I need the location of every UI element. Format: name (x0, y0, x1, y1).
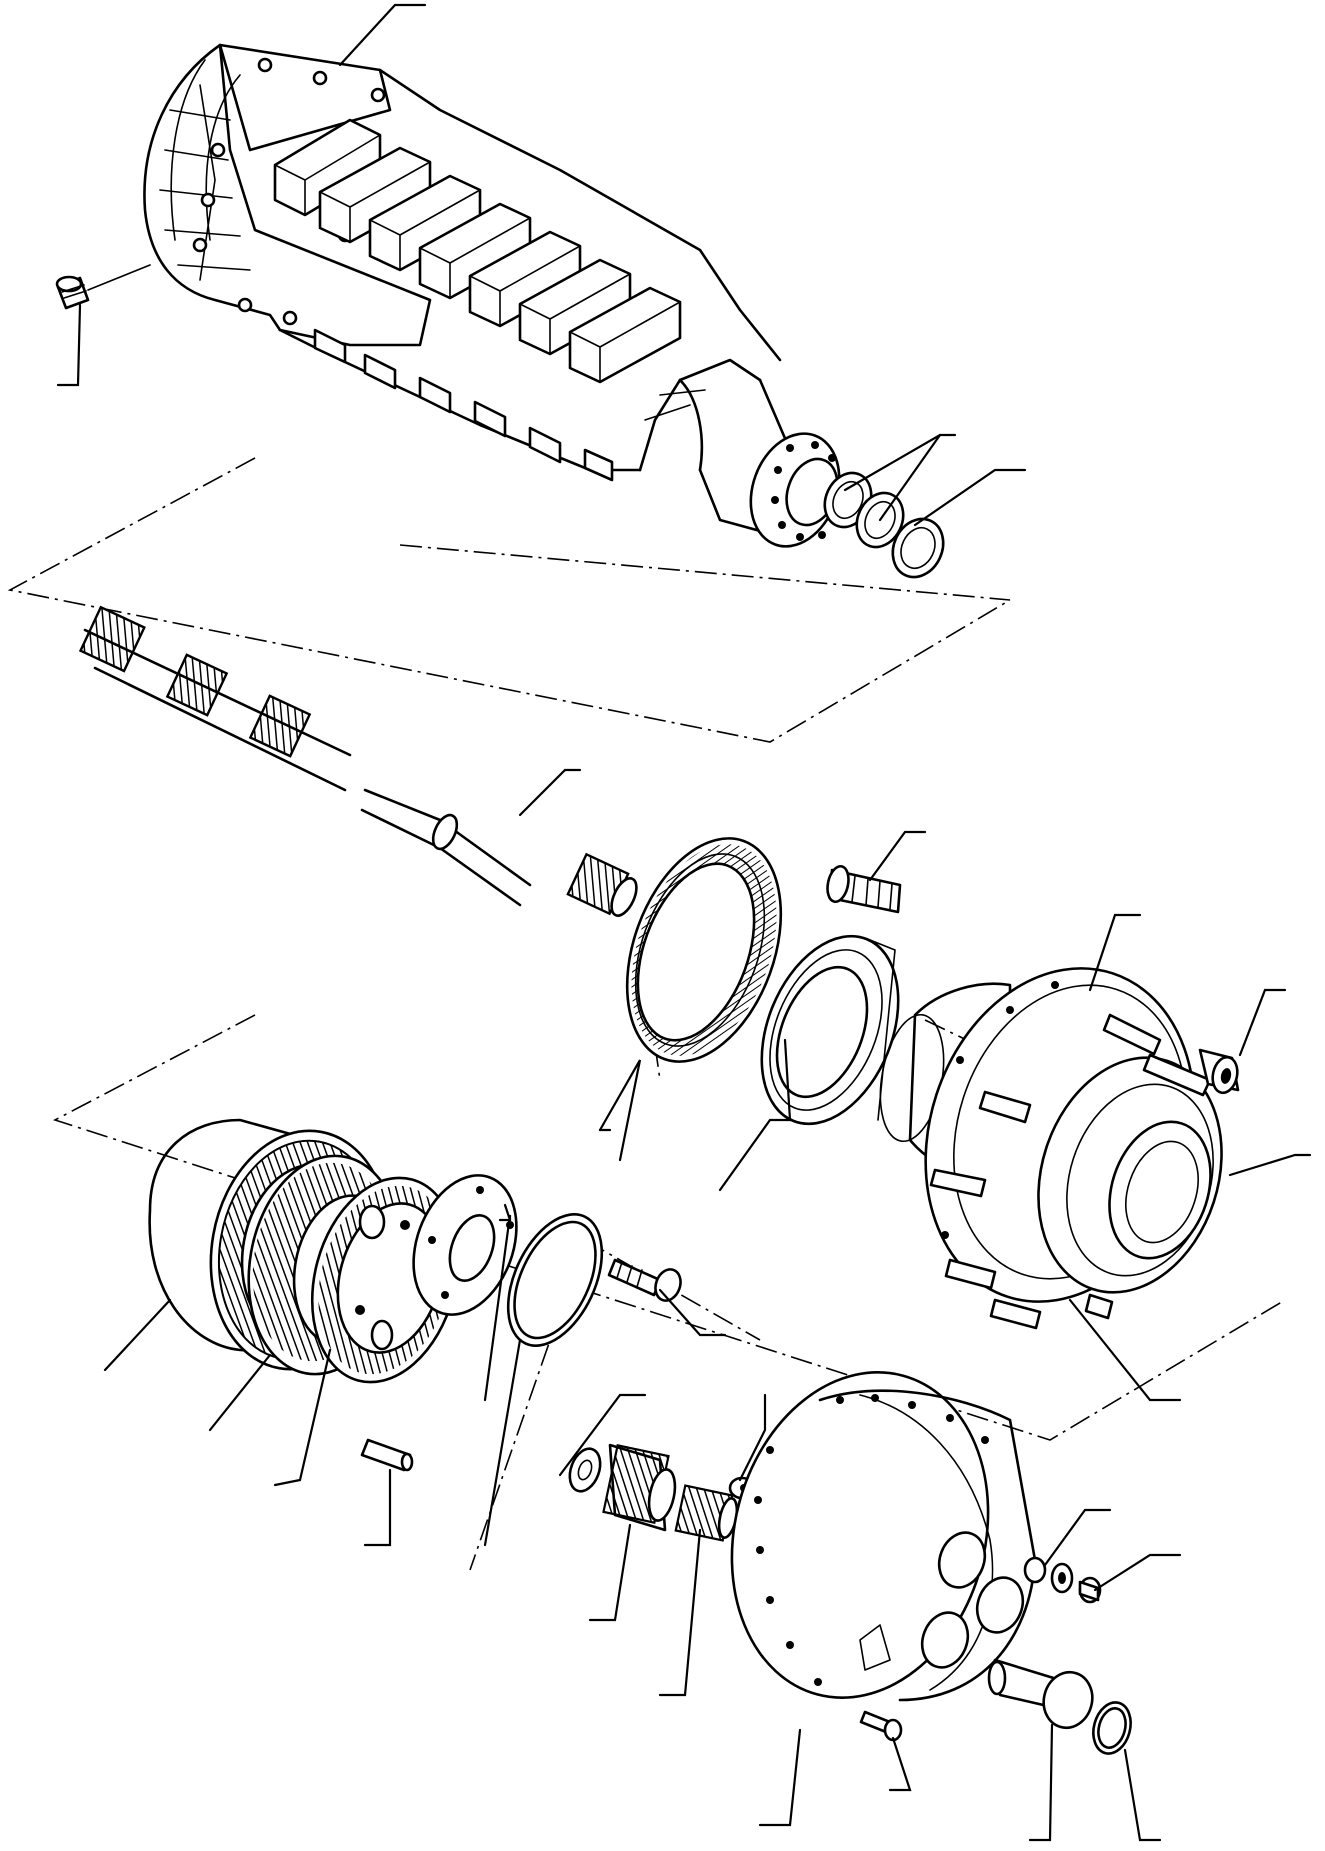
spindle-bolt-holes (771, 441, 836, 541)
housing-lower-tabs (313, 328, 614, 482)
snap-ring (506, 1213, 604, 1347)
wheel-nut (1198, 1048, 1240, 1095)
planet-pin (360, 1438, 414, 1472)
wheel-hub (879, 967, 1223, 1330)
planetary-cover (730, 1371, 1037, 1702)
hub-studs (929, 1013, 1212, 1330)
cover-screw (859, 1710, 903, 1742)
needle-bearing (674, 1484, 739, 1542)
spindle-bearings (823, 471, 945, 579)
axle-housing (143, 43, 841, 548)
cover-washer-bolt (1023, 1556, 1102, 1604)
planet-gear (602, 1443, 677, 1532)
housing-ribs (273, 118, 682, 384)
thrust-plate (412, 1174, 518, 1316)
planet-bolt (607, 1258, 682, 1302)
planet-washer (568, 1447, 602, 1493)
hub-holes (941, 981, 1059, 1239)
planet-carrier (310, 1176, 460, 1384)
wheel-stud (826, 864, 902, 914)
breather-plug (55, 264, 151, 310)
hub-bearing (760, 934, 900, 1126)
drain-plug (987, 1658, 1094, 1730)
hub-seal (625, 837, 783, 1063)
o-ring (1092, 1701, 1132, 1755)
axle-shaft (78, 605, 638, 917)
cover-holes (754, 1394, 989, 1686)
callout-leaders (56, 3, 1312, 1842)
